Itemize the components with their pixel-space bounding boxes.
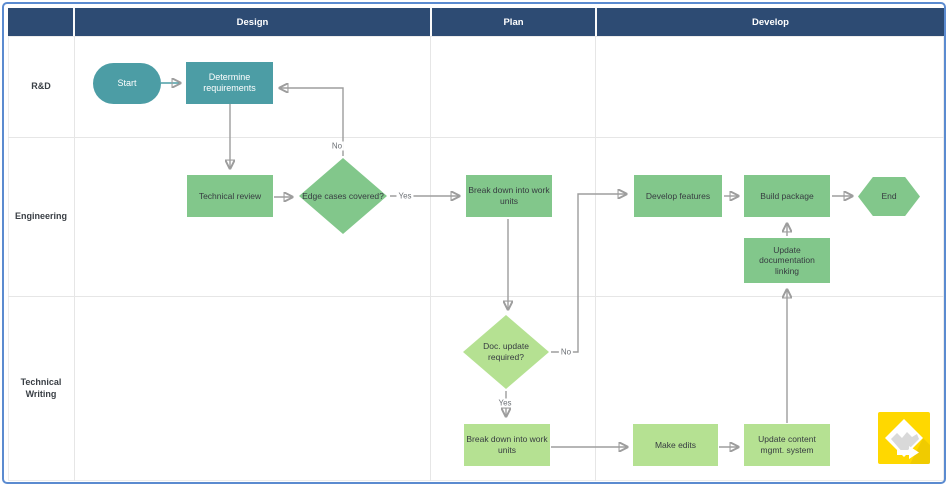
lane-header-row: Design Plan Develop xyxy=(8,8,944,36)
flow-node-develop-features: Develop features xyxy=(634,175,722,217)
row-label-rnd: R&D xyxy=(31,80,51,91)
flow-node-start: Start xyxy=(93,63,161,104)
label-column-divider xyxy=(74,36,75,481)
edge-label-no-edge-cases: No xyxy=(329,141,345,151)
lane-header-develop: Develop xyxy=(595,8,944,36)
edge-edge-cases-no-to-determine xyxy=(280,88,344,156)
edge-label-no-doc-update: No xyxy=(558,347,574,357)
lane-divider-design-plan xyxy=(430,36,431,481)
diagram-body-frame xyxy=(8,36,944,481)
lane-divider-plan-develop xyxy=(595,36,596,481)
diamond-arrow-logo[interactable] xyxy=(878,412,930,464)
edge-label-yes-doc-update: Yes xyxy=(496,398,514,408)
flow-node-make-edits: Make edits xyxy=(633,424,718,466)
flow-node-end: End xyxy=(858,177,920,216)
edge-doc-update-no-to-develop-features xyxy=(551,194,626,353)
lane-header-plan: Plan xyxy=(430,8,595,36)
row-divider-engineering-techwriting xyxy=(8,296,944,297)
flow-node-breakdown-work-units-tw: Break down into work units xyxy=(464,424,550,466)
flow-node-determine-requirements: Determine requirements xyxy=(186,62,273,104)
row-label-engineering: Engineering xyxy=(14,210,67,221)
flow-node-breakdown-work-units-eng: Break down into work units xyxy=(466,175,552,217)
flow-node-technical-review: Technical review xyxy=(187,175,273,217)
flow-node-build-package: Build package xyxy=(744,175,830,217)
flow-node-update-content-mgmt-system: Update content mgmt. system xyxy=(744,424,830,466)
diamond-arrow-logo-icon xyxy=(878,412,930,464)
lane-header-design: Design xyxy=(73,8,430,36)
flow-node-update-documentation-linking: Update documentation linking xyxy=(744,238,830,283)
edge-label-yes-edge-cases: Yes xyxy=(396,191,414,201)
row-divider-rnd-engineering xyxy=(8,137,944,138)
row-label-technical-writing: Technical Writing xyxy=(20,376,62,399)
